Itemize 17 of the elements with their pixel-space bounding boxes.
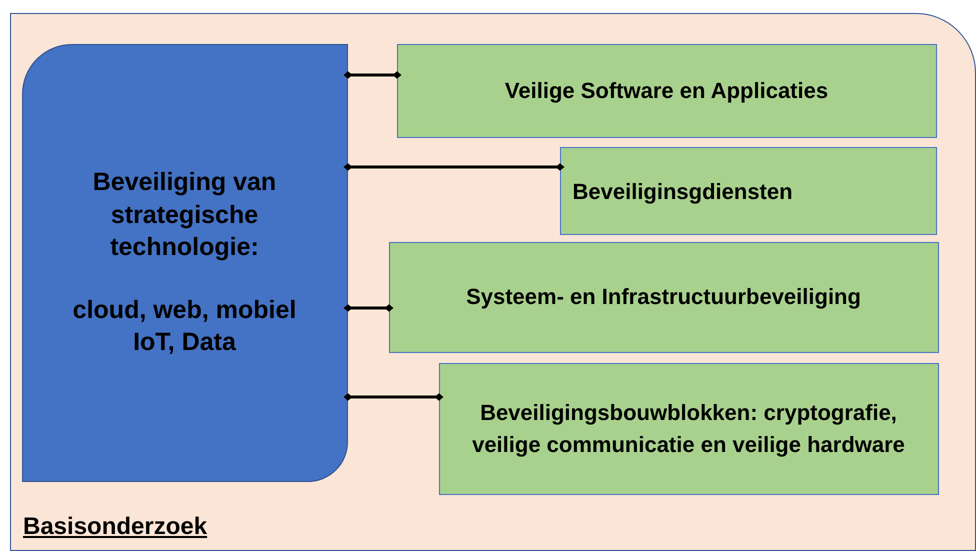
topic-label: Beveiligingsbouwblokken: cryptografie, veilige communicatie en veilige hardware	[471, 398, 906, 459]
connector	[344, 304, 394, 312]
connector	[344, 163, 564, 171]
topic-label: Beveiliginsgdiensten	[572, 178, 793, 206]
connector	[344, 71, 402, 79]
topic-label: Veilige Software en Applicaties	[504, 76, 828, 105]
topic-label: Systeem- en Infrastructuurbeveiliging	[466, 283, 861, 312]
technology-box	[22, 44, 348, 482]
topic-box	[560, 146, 936, 234]
box-text: cloud, web, mobiel IoT, Data	[72, 294, 298, 358]
section-title: Basisonderzoek	[23, 513, 208, 541]
research-area-panel	[10, 13, 976, 551]
topic-box	[388, 242, 938, 352]
topic-box	[438, 362, 938, 494]
topic-box	[396, 44, 936, 138]
box-heading: Beveiliging van strategische technologie:	[92, 167, 278, 264]
connector	[344, 393, 444, 401]
